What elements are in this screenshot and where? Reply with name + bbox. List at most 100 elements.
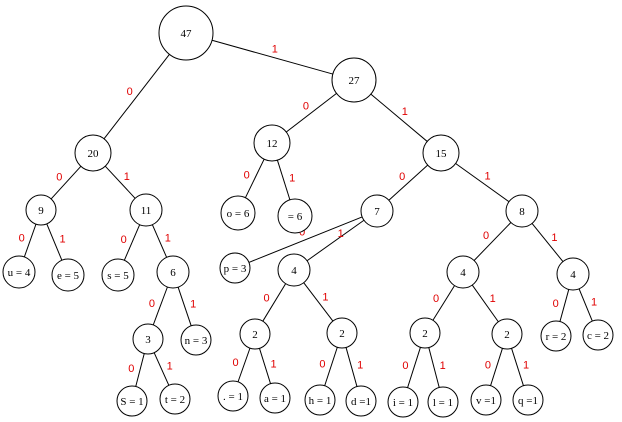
node-label: 2	[252, 329, 258, 341]
node-circle	[345, 385, 377, 417]
node-label: 8	[519, 206, 525, 218]
tree-node-n8: 8	[505, 194, 539, 228]
tree-node-h: h = 1	[304, 384, 336, 416]
node-label: h = 1	[309, 395, 332, 407]
edge-label: 1	[440, 360, 446, 372]
edge-n27-n12	[285, 93, 337, 133]
tree-node-n4a: 4	[277, 253, 311, 287]
edge-n4b-n2c	[432, 285, 455, 321]
tree-node-r: r = 2	[540, 320, 572, 352]
tree-node-nn: n = 3	[180, 324, 212, 356]
node-circle	[582, 319, 614, 351]
node-label: c = 2	[587, 330, 609, 342]
node-label: i = 1	[393, 397, 413, 409]
edge-label: 0	[299, 226, 305, 238]
tree-node-n12: 12	[253, 124, 291, 162]
edge-n12-sp	[276, 160, 291, 200]
edge-label: 1	[338, 228, 344, 240]
node-label: u = 4	[8, 267, 31, 279]
edge-n4a-n2a	[262, 283, 287, 322]
node-circle	[326, 317, 358, 349]
node-label: 4	[291, 265, 297, 277]
edge-label: 0	[553, 298, 559, 310]
edge-n8-n4c	[531, 223, 564, 262]
edge-n27-n15	[370, 93, 428, 142]
edge-label: 0	[127, 86, 133, 98]
node-label: 3	[145, 334, 151, 346]
node-label: n = 3	[185, 335, 208, 347]
node-label: 6	[170, 267, 176, 279]
node-circle	[304, 384, 336, 416]
node-label: s = 5	[107, 270, 129, 282]
node-label: = 6	[288, 211, 303, 223]
edge-n2d-q	[511, 348, 524, 386]
node-circle	[220, 195, 256, 231]
node-circle	[470, 384, 502, 416]
edge-label: 0	[56, 172, 62, 184]
edge-n9-u	[23, 223, 37, 258]
edge-n47-n20	[103, 54, 170, 140]
tree-node-sp: = 6	[277, 198, 313, 234]
node-circle	[253, 124, 291, 162]
tree-node-n4c: 4	[556, 257, 590, 291]
tree-node-a: a = 1	[259, 382, 291, 414]
node-circle	[427, 386, 459, 418]
tree-node-d: d =1	[345, 385, 377, 417]
node-label: e = 5	[57, 270, 80, 282]
node-label: t = 2	[165, 394, 185, 406]
edge-n15-n8	[455, 163, 510, 203]
tree-node-n20: 20	[74, 134, 112, 172]
tree-node-n3: 3	[132, 323, 164, 355]
edge-n20-n9	[50, 165, 82, 200]
tree-node-o: o = 6	[220, 195, 256, 231]
node-label: 2	[422, 328, 428, 340]
tree-node-u: u = 4	[2, 255, 36, 289]
node-circle	[158, 5, 214, 61]
edge-label: 0	[483, 230, 489, 242]
tree-node-n2d: 2	[491, 318, 523, 350]
tree-node-n47: 47	[158, 5, 214, 61]
edge-label: 0	[303, 101, 309, 113]
edge-n47-n27	[211, 39, 333, 75]
tree-node-l: l = 1	[427, 386, 459, 418]
edge-label: 1	[523, 359, 529, 371]
tree-node-n15: 15	[422, 134, 460, 172]
edge-n2c-l	[428, 347, 440, 388]
node-label: S = 1	[120, 396, 143, 408]
edge-label: 1	[551, 232, 557, 244]
node-label: 9	[38, 205, 44, 217]
edge-label: 0	[399, 171, 405, 183]
edge-label: 1	[490, 293, 496, 305]
edge-n11-s	[123, 224, 141, 261]
node-circle	[512, 384, 544, 416]
node-label: 12	[267, 138, 278, 150]
node-label: 20	[88, 148, 100, 160]
tree-node-c: c = 2	[582, 319, 614, 351]
edge-label: 0	[433, 293, 439, 305]
node-circle	[277, 253, 311, 287]
tree-node-v: v =1	[470, 384, 502, 416]
edge-label: 1	[124, 171, 130, 183]
edge-label: 1	[167, 360, 173, 372]
node-circle	[446, 255, 480, 289]
node-label: r = 2	[546, 331, 567, 343]
node-circle	[540, 320, 572, 352]
node-label: 2	[339, 328, 345, 340]
node-circle	[217, 380, 249, 412]
node-circle	[74, 134, 112, 172]
edge-n2b-h	[324, 347, 338, 386]
edge-label: 0	[149, 298, 155, 310]
node-label: 11	[141, 205, 152, 217]
edge-n3-S	[135, 353, 145, 387]
node-label: 15	[436, 148, 448, 160]
edge-label: 1	[271, 358, 277, 370]
node-circle	[259, 382, 291, 414]
node-label: 7	[374, 206, 380, 218]
tree-node-p: p = 3	[219, 252, 251, 284]
tree-node-s: s = 5	[101, 258, 135, 292]
node-label: q =1	[518, 395, 538, 407]
node-label: p = 3	[224, 263, 247, 275]
edge-n11-n6	[151, 224, 168, 258]
edge-label: 0	[244, 170, 250, 182]
